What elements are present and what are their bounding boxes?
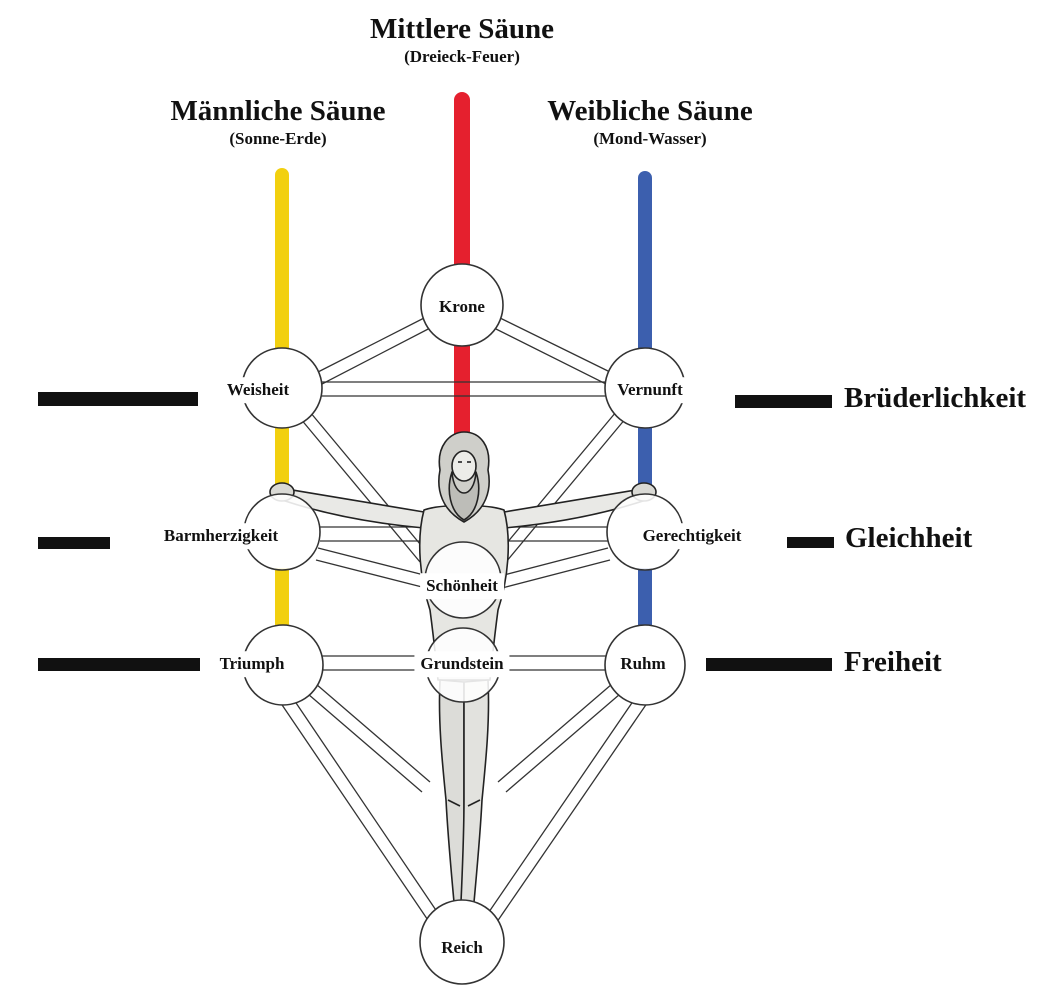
sephira-label-krone: Krone xyxy=(433,294,491,320)
sephira-label-weisheit: Weisheit xyxy=(221,377,295,403)
freiheit-bar xyxy=(706,658,832,671)
sephira-label-triumph: Triumph xyxy=(214,651,291,677)
sephira-label-reich: Reich xyxy=(435,935,489,961)
male-pillar-header: Männliche Säune (Sonne-Erde) xyxy=(148,96,408,150)
sephira-label-vernunft: Vernunft xyxy=(611,377,689,403)
male-pillar-subtitle: (Sonne-Erde) xyxy=(148,128,408,150)
female-pillar-title: Weibliche Säune xyxy=(520,96,780,128)
female-pillar-header: Weibliche Säune (Mond-Wasser) xyxy=(520,96,780,150)
gleichheit-bar xyxy=(787,537,834,548)
middle-pillar-title: Mittlere Säune xyxy=(362,14,562,46)
weisheit-left-bar xyxy=(38,392,198,406)
sephira-label-schoenheit: Schönheit xyxy=(420,573,504,599)
triumph-left-bar xyxy=(38,658,200,671)
virtue-label-freiheit: Freiheit xyxy=(844,646,942,679)
virtue-label-bruederlichkeit: Brüderlichkeit xyxy=(844,382,1026,415)
sephira-label-gerechtigkeit: Gerechtigkeit xyxy=(637,523,748,549)
sephira-label-barmherzigkeit: Barmherzigkeit xyxy=(158,523,284,549)
sephira-label-grundstein: Grundstein xyxy=(414,651,509,677)
middle-pillar-subtitle: (Dreieck-Feuer) xyxy=(362,46,562,68)
male-pillar-title: Männliche Säune xyxy=(148,96,408,128)
bruederlichkeit-bar xyxy=(735,395,832,408)
virtue-label-gleichheit: Gleichheit xyxy=(845,522,972,555)
sephira-label-ruhm: Ruhm xyxy=(614,651,671,677)
female-pillar-subtitle: (Mond-Wasser) xyxy=(520,128,780,150)
middle-pillar-header: Mittlere Säune (Dreieck-Feuer) xyxy=(362,14,562,68)
barmherzigkeit-left-bar xyxy=(38,537,110,549)
